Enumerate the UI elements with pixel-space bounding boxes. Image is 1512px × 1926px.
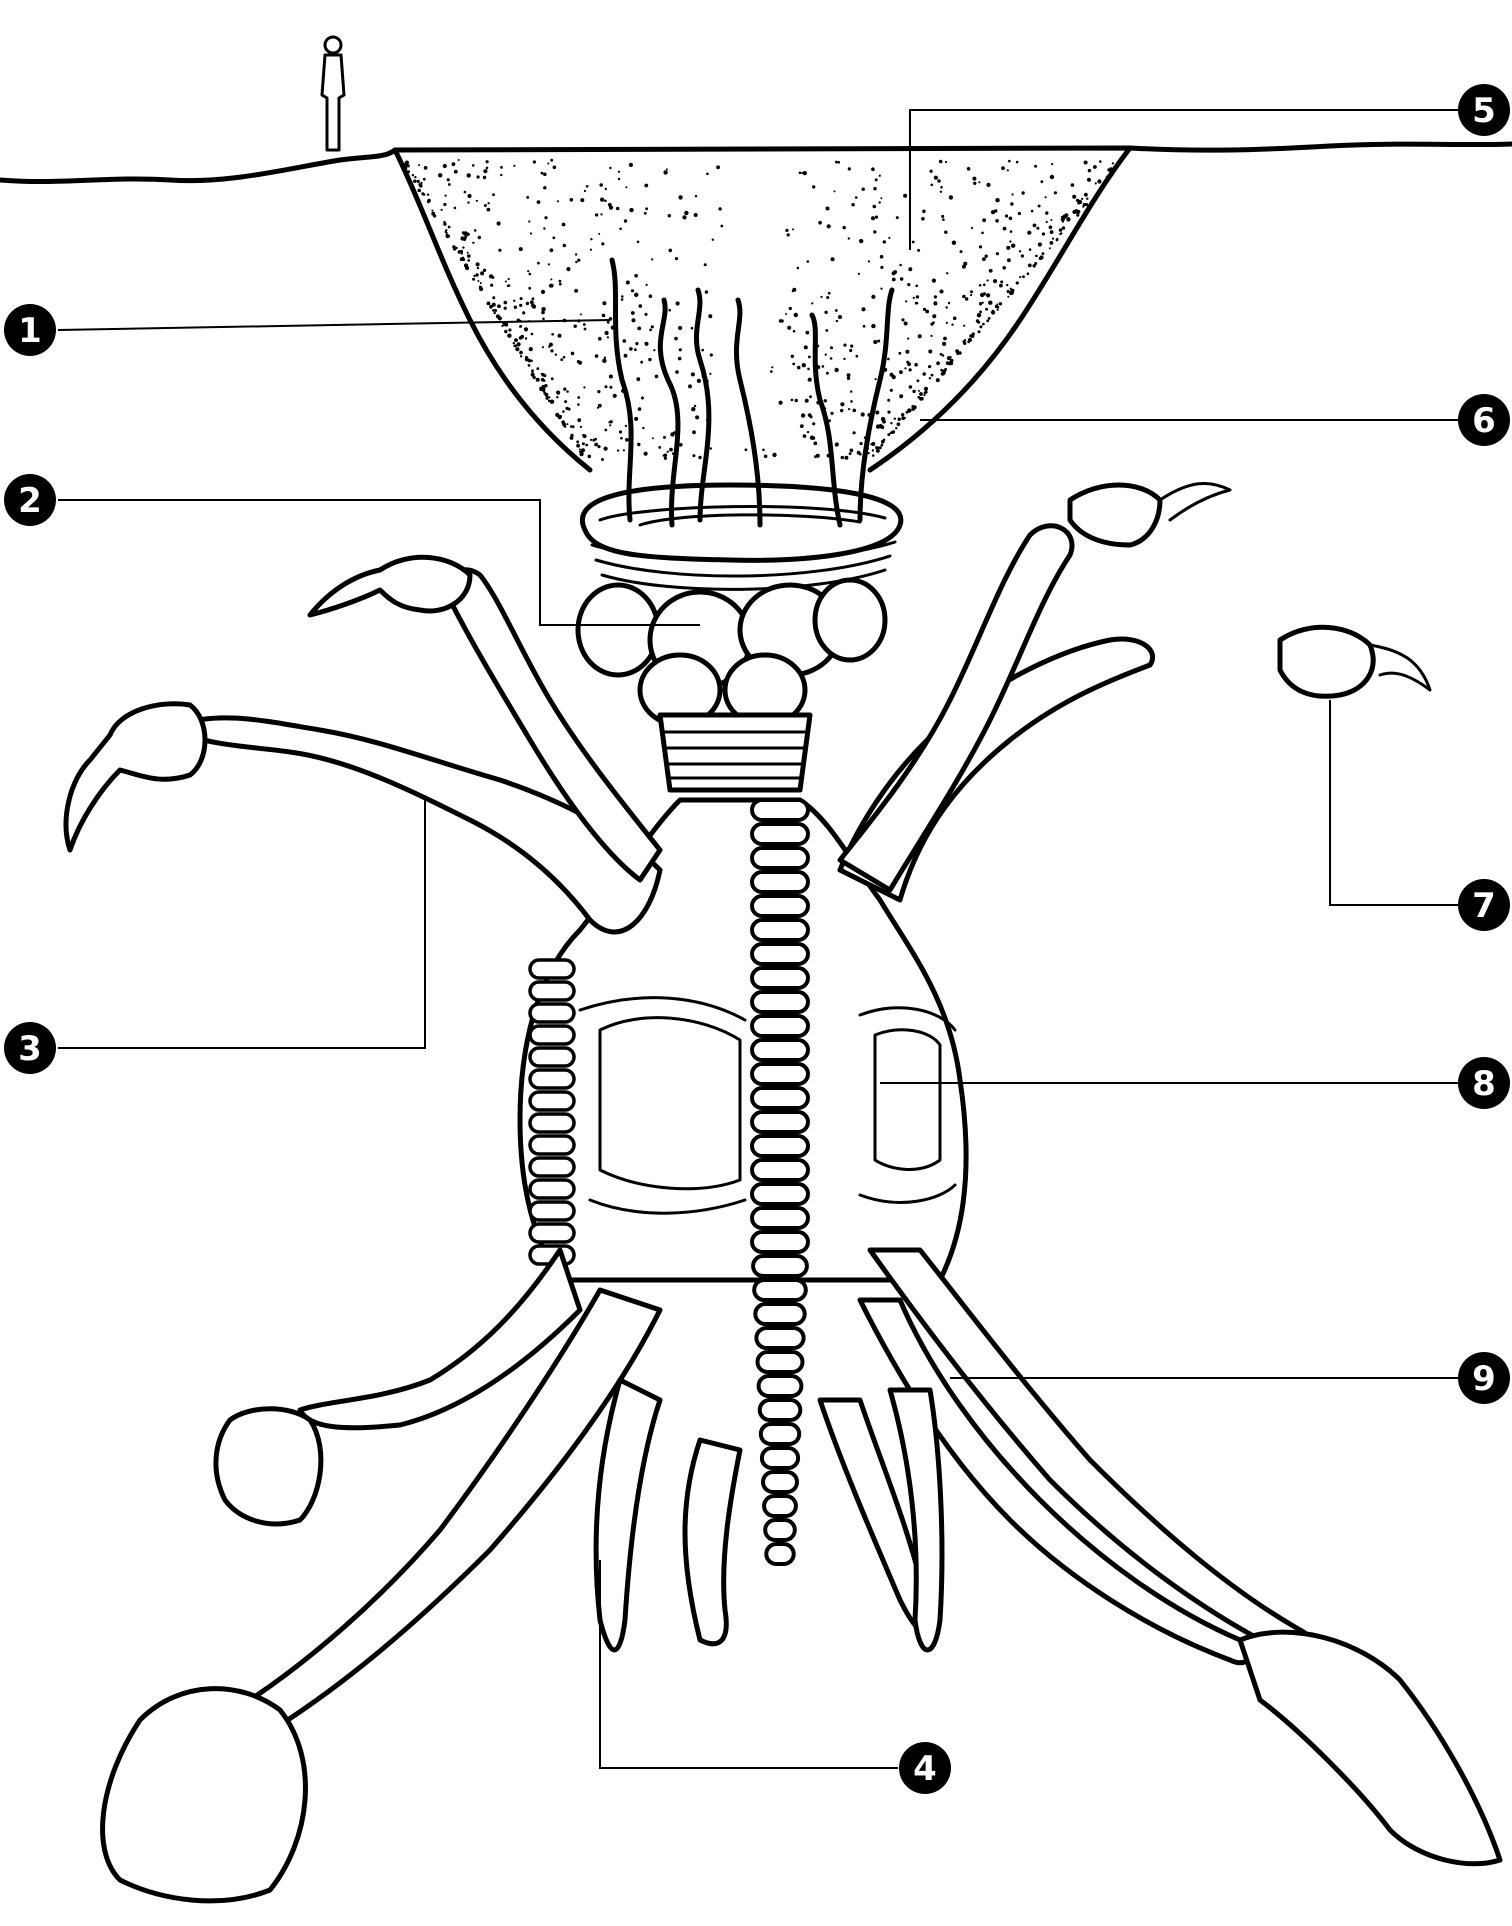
callout-8: 8 <box>1458 1057 1510 1109</box>
callout-4: 4 <box>899 1742 951 1794</box>
callout-5: 5 <box>1458 84 1510 136</box>
callout-2: 2 <box>4 474 56 526</box>
neck-segments <box>660 715 810 790</box>
callout-1: 1 <box>4 304 56 356</box>
callout-6-label: 6 <box>1472 401 1496 441</box>
callout-4-label: 4 <box>913 1749 937 1789</box>
sand-pit-funnel <box>395 148 1130 470</box>
callout-3-label: 3 <box>18 1029 42 1069</box>
sand-stipple <box>401 159 1117 461</box>
callout-6: 6 <box>1458 394 1510 446</box>
callout-7: 7 <box>1458 879 1510 931</box>
callout-2-label: 2 <box>18 481 42 521</box>
callout-9: 9 <box>1458 1352 1510 1404</box>
head-lobes <box>578 580 885 725</box>
ground-surface-line <box>0 144 1512 182</box>
human-scale-figure <box>322 37 344 150</box>
callout-9-label: 9 <box>1472 1359 1496 1399</box>
callout-8-label: 8 <box>1472 1064 1496 1104</box>
callout-5-label: 5 <box>1472 91 1496 131</box>
callout-7-label: 7 <box>1472 886 1496 926</box>
callout-3: 3 <box>4 1022 56 1074</box>
callout-1-label: 1 <box>18 311 42 351</box>
